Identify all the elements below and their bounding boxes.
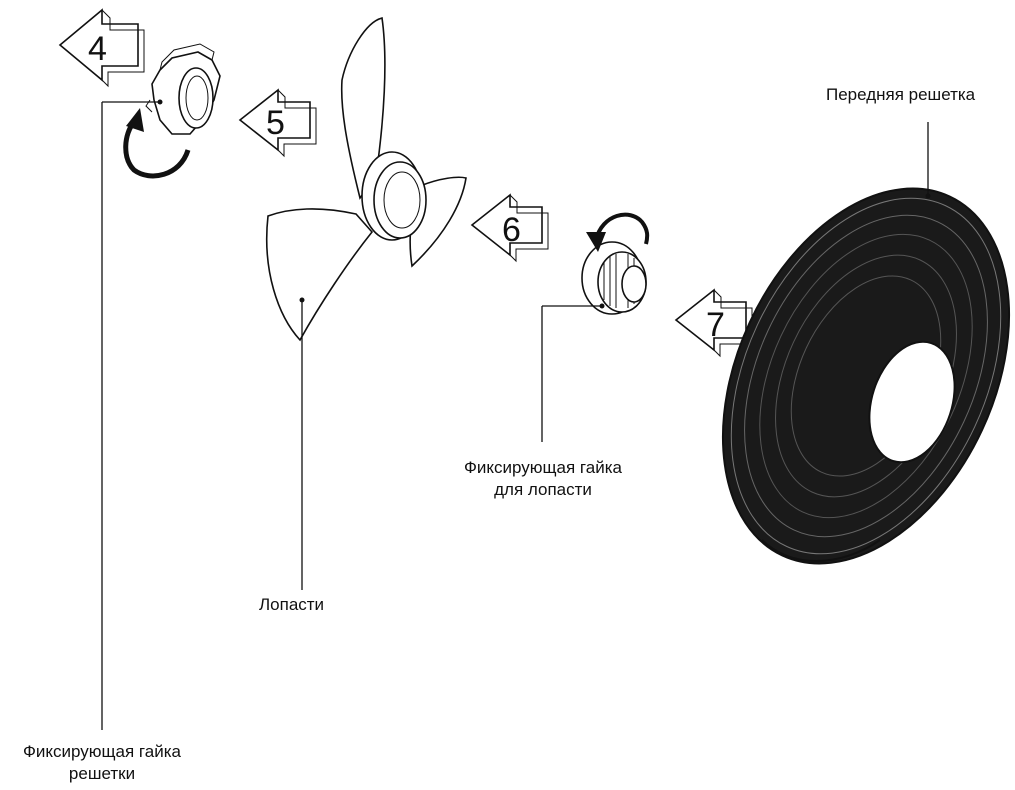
leader-blade-nut: [542, 304, 605, 443]
grille-nut-label: Фиксирующая гайка решетки: [14, 741, 190, 785]
grille-nut-label-line1: Фиксирующая гайка: [14, 741, 190, 763]
blade-nut-label-line1: Фиксирующая гайка: [455, 457, 631, 479]
leader-front-grille: [926, 122, 931, 199]
blade-locking-nut: [582, 242, 646, 314]
front-grille-label: Передняя решетка: [826, 84, 975, 106]
step-6-number: 6: [502, 211, 521, 249]
step-5-number: 5: [266, 104, 285, 142]
blade-nut-label-line2: для лопасти: [455, 479, 631, 501]
blades-label: Лопасти: [259, 594, 324, 616]
grille-locking-nut: [146, 44, 220, 134]
fan-blades: [267, 18, 466, 340]
step-5-arrow-icon: 5: [240, 90, 316, 156]
step-7-number: 7: [706, 306, 725, 344]
step-4-arrow-icon: 4: [60, 10, 144, 86]
leader-blades: [300, 298, 305, 591]
grille-nut-label-line2: решетки: [14, 763, 190, 785]
step-6-arrow-icon: 6: [472, 195, 548, 261]
leader-grille-nut: [102, 100, 163, 731]
front-grille: [666, 142, 1015, 609]
blade-nut-label: Фиксирующая гайка для лопасти: [455, 457, 631, 501]
step-4-number: 4: [88, 30, 107, 68]
